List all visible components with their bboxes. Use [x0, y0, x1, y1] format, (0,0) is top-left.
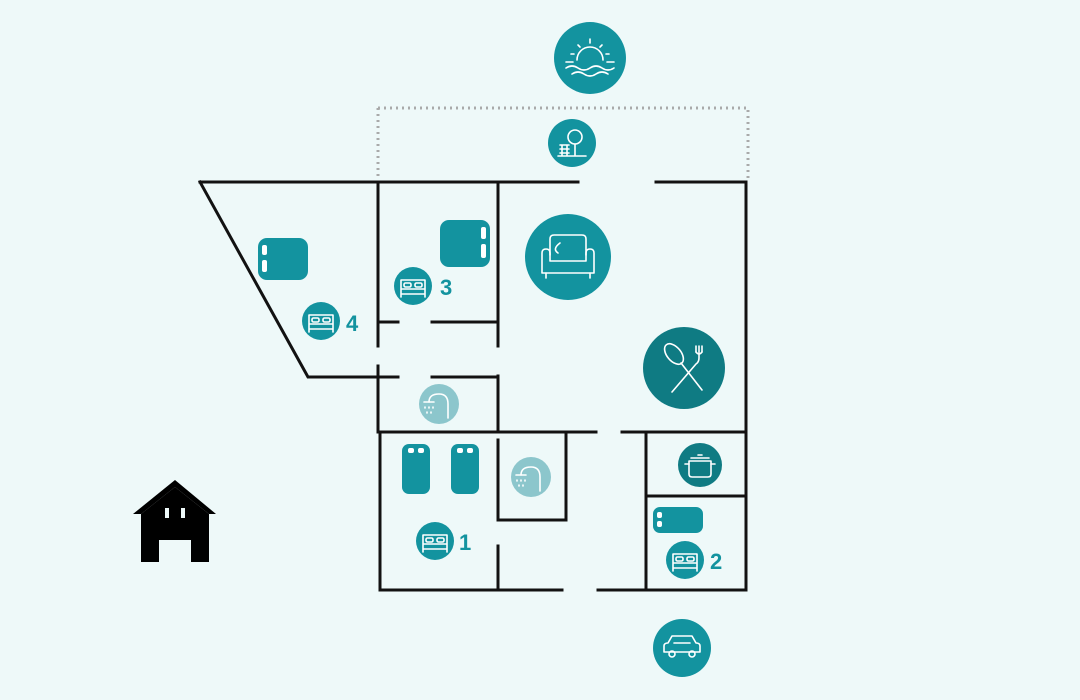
house-icon [133, 480, 216, 562]
garden-icon [548, 119, 596, 167]
single-bed-icon [402, 444, 430, 494]
single-bed-icon [653, 507, 703, 533]
sunset-icon [554, 22, 626, 94]
room-number-4: 4 [346, 311, 359, 336]
cutlery-icon [643, 327, 725, 409]
cooking-pot-icon [678, 443, 722, 487]
room-number-2: 2 [710, 549, 723, 574]
room-number-1: 1 [459, 530, 472, 555]
double-bed-icon [666, 541, 704, 579]
sofa-icon [525, 214, 611, 300]
car-icon [653, 619, 711, 677]
shower-icon [419, 384, 459, 424]
double-bed-icon [416, 522, 454, 560]
room-number-3: 3 [440, 275, 453, 300]
shower-icon [511, 457, 551, 497]
double-bed-icon [302, 302, 340, 340]
walls [197, 179, 748, 592]
single-bed-icon [440, 220, 490, 267]
single-bed-icon [451, 444, 479, 494]
single-bed-icon [258, 238, 308, 280]
double-bed-icon [394, 267, 432, 305]
